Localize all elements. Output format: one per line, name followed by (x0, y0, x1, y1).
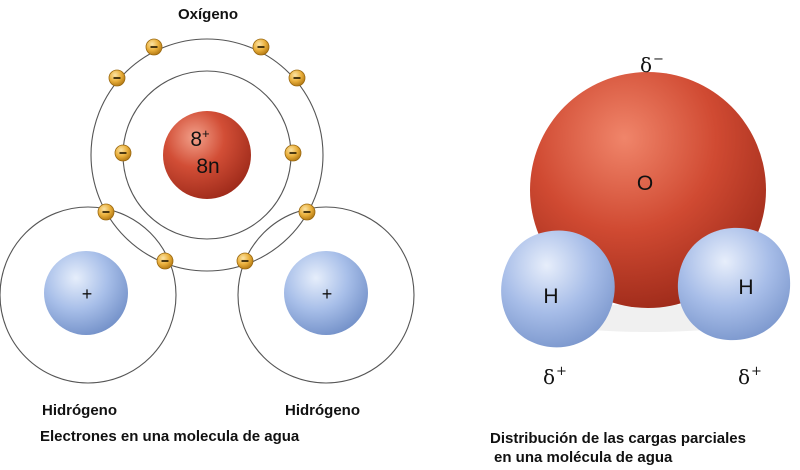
nucleus-neutrons: 8n (196, 155, 219, 178)
delta-symbol: δ (640, 53, 653, 77)
oxygen-symbol: O (637, 172, 653, 195)
oxygen-label: Oxígeno (178, 6, 239, 23)
hydrogen-left-label: Hidrógeno (42, 402, 117, 419)
hydrogen-left-nucleus (44, 251, 128, 335)
electron (284, 144, 302, 162)
electron (97, 203, 115, 221)
electron (108, 69, 126, 87)
electron (145, 38, 163, 56)
nucleus-charge-sign: + (202, 126, 210, 141)
electron (236, 252, 254, 270)
hydrogen-left-proton: + (82, 284, 93, 304)
electron (298, 203, 316, 221)
right-caption-line1: Distribución de las cargas parciales (490, 430, 746, 447)
delta-symbol: δ (738, 365, 751, 389)
hydrogen-right-symbol: H (738, 276, 753, 299)
nucleus-charge: 8+ (190, 126, 209, 151)
delta-symbol: δ (543, 365, 556, 389)
hydrogen-right-atom (677, 227, 791, 341)
delta-plus-right-label: δ+ (738, 364, 762, 389)
electron (114, 144, 132, 162)
hydrogen-right-proton: + (322, 284, 333, 304)
delta-minus-label: δ− (640, 52, 664, 77)
delta-plus-left-label: δ+ (543, 364, 567, 389)
electron (288, 69, 306, 87)
delta-plus-sign: + (751, 364, 762, 379)
hydrogen-left-atom (501, 230, 615, 348)
hydrogen-left-symbol: H (543, 285, 558, 308)
right-caption-line2: en una molécula de agua (494, 449, 673, 466)
hydrogen-left-shell (0, 206, 177, 384)
oxygen-outer-shell (90, 38, 324, 272)
hydrogen-right-shell (237, 206, 415, 384)
delta-plus-sign: + (556, 364, 567, 379)
delta-minus-sign: − (653, 52, 664, 67)
hydrogen-right-label: Hidrógeno (285, 402, 360, 419)
partial-charge-diagram: O H H (501, 72, 791, 348)
nucleus-charge-number: 8 (190, 128, 202, 151)
hydrogen-right-nucleus (284, 251, 368, 335)
oxygen-nucleus (163, 111, 251, 199)
left-caption: Electrones en una molecula de agua (40, 428, 300, 445)
electron (156, 252, 174, 270)
electron (252, 38, 270, 56)
electron-shell-diagram: 8+ 8n + + (0, 38, 415, 384)
